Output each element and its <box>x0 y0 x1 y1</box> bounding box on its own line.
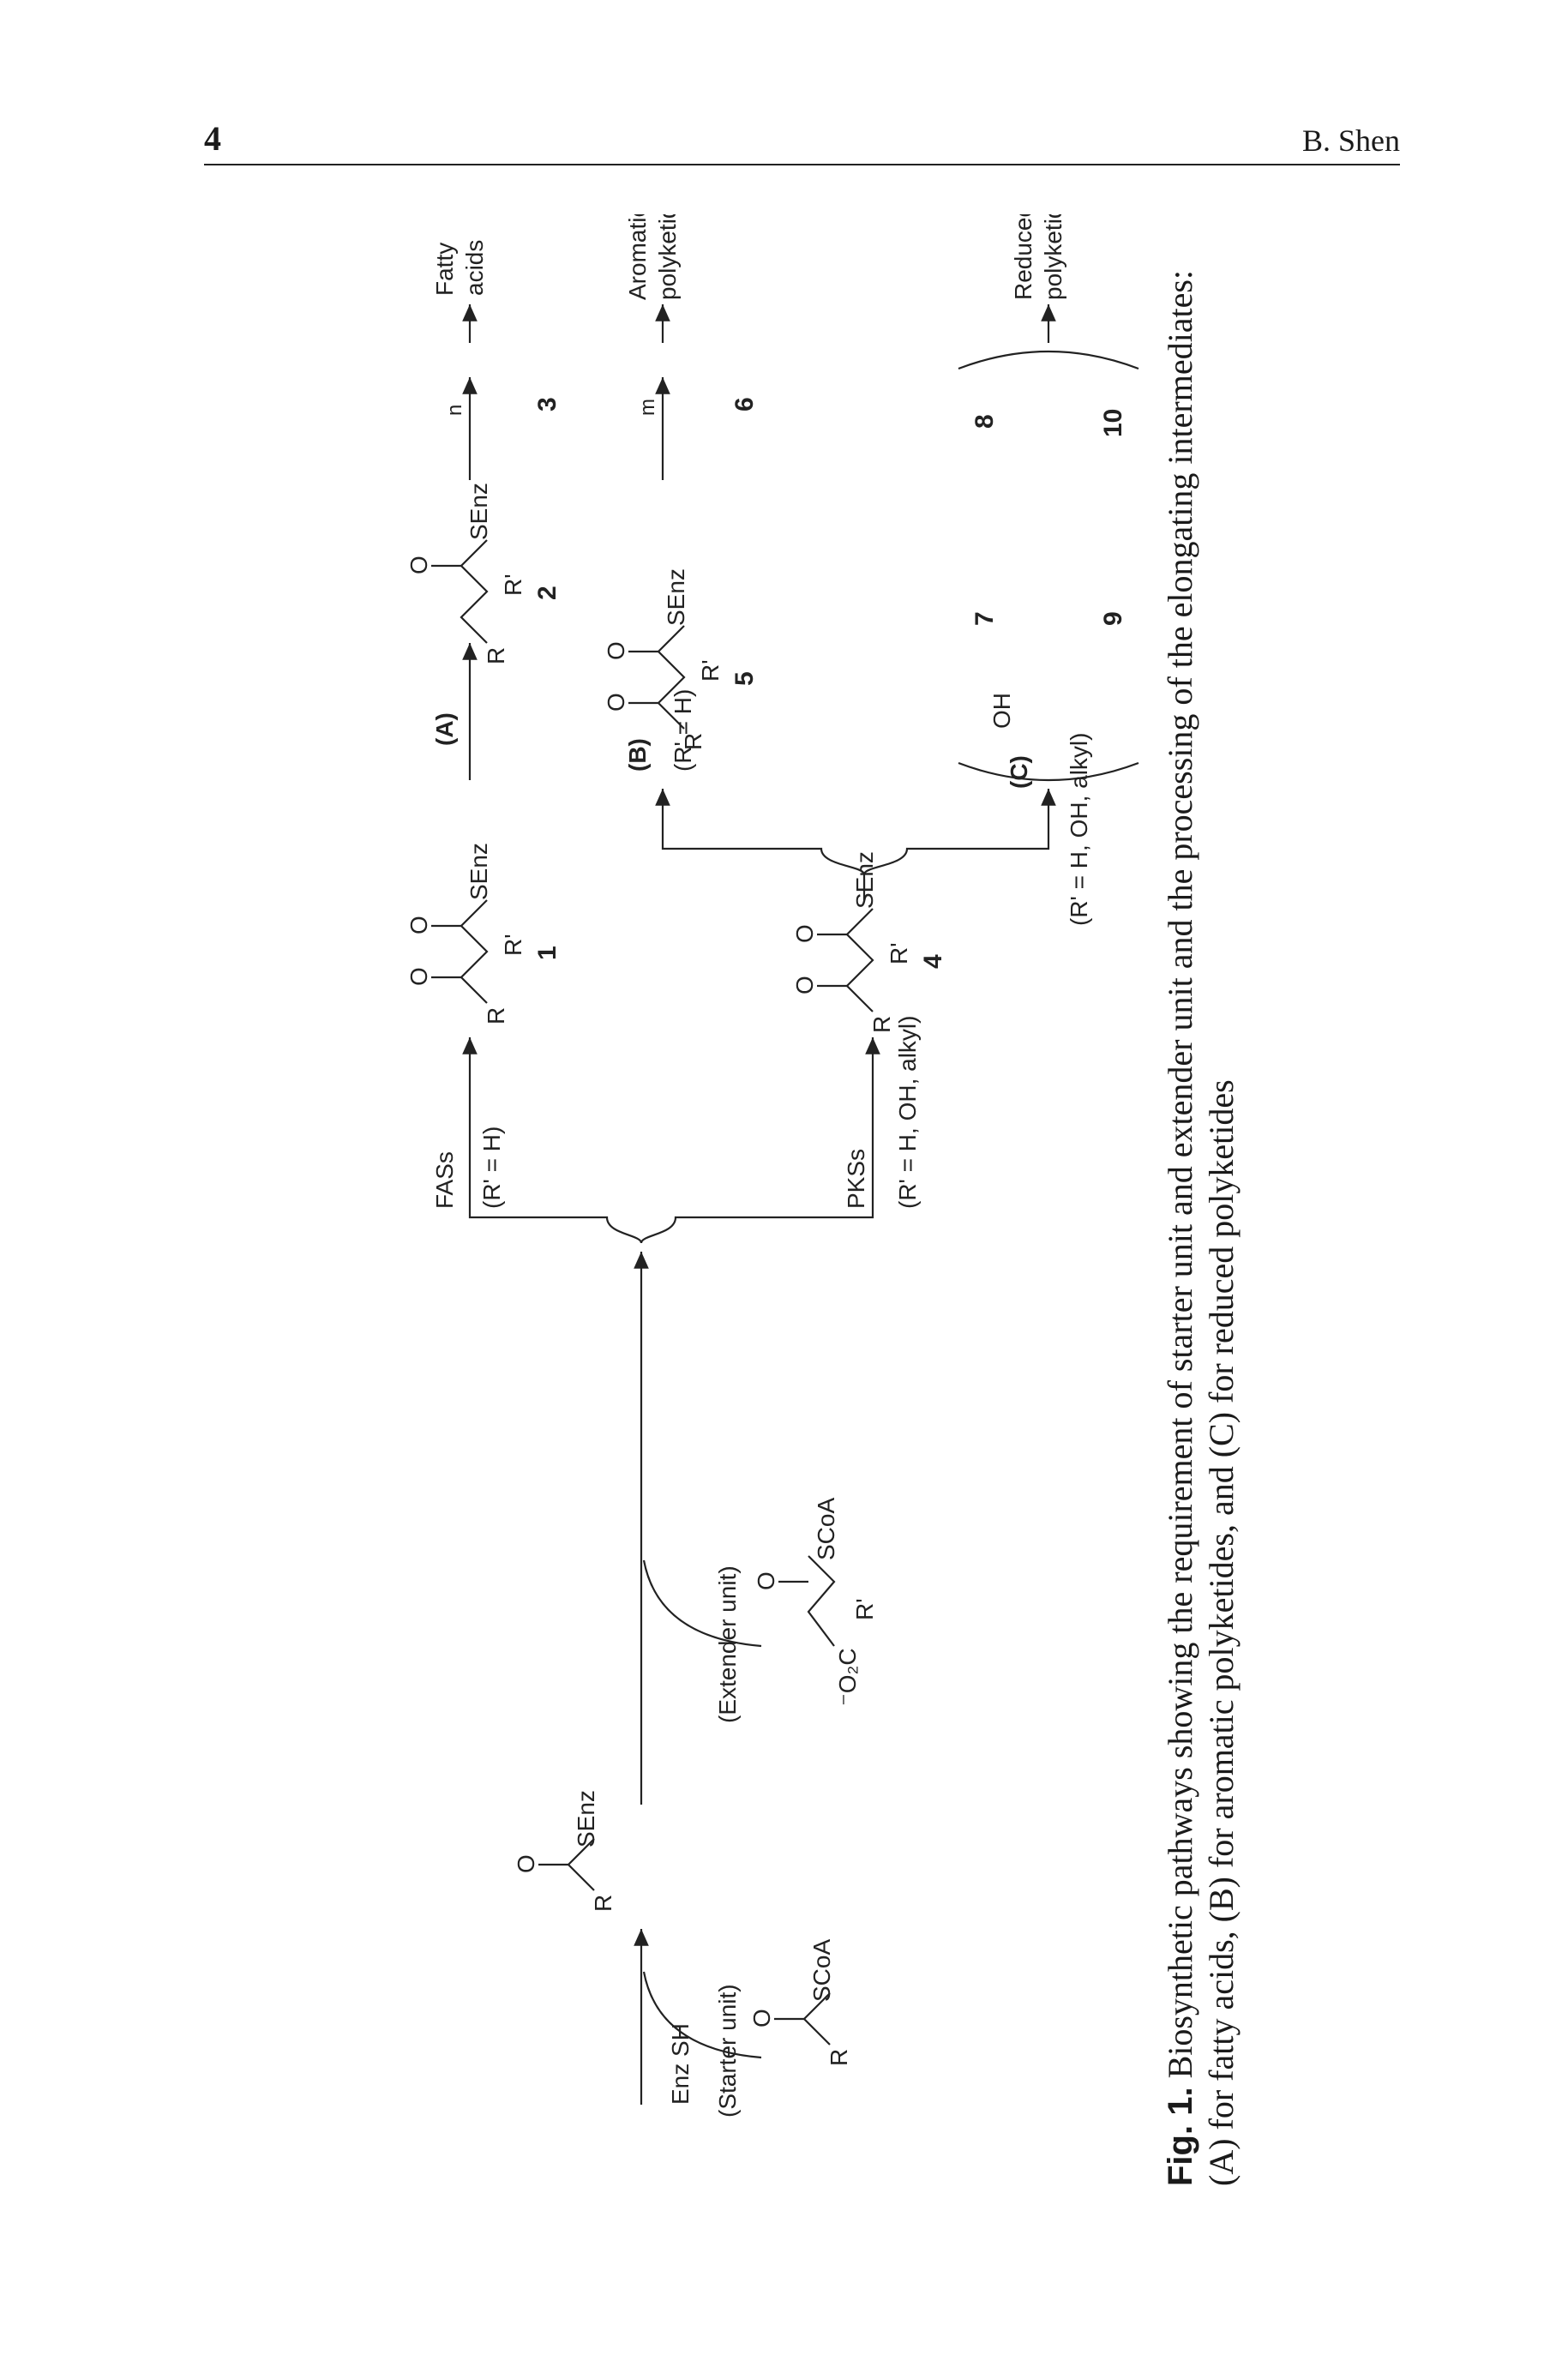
path-c-arrow <box>862 789 1056 875</box>
c4-senz-label: SEnz <box>851 851 878 909</box>
c4-rprime-label: R' <box>886 942 912 964</box>
running-header: 4 B. Shen <box>204 116 1400 165</box>
reduced-polyketides-line1: Reduced <box>1010 214 1036 300</box>
acyl-senz-label: SEnz <box>573 1790 599 1847</box>
bracket-left <box>958 761 1139 782</box>
aromatic-polyketides-line1: Aromatic <box>624 214 651 300</box>
c5-o2-label: O <box>603 641 629 660</box>
path-c-label: (C) <box>1006 755 1032 789</box>
starter-r-label: R <box>826 2049 852 2066</box>
acyl-r-label: R <box>590 1895 616 1912</box>
c1-o2-label: O <box>406 916 432 934</box>
c1-o1-label: O <box>406 967 432 986</box>
path-b-label: (B) <box>624 738 651 772</box>
c2-r-label: R <box>483 647 509 664</box>
bracket-right <box>958 350 1139 370</box>
figure-1: Enz SH (Starter unit) (Extender unit) FA… <box>204 214 1400 2186</box>
extender-rprime-label: R' <box>851 1598 878 1620</box>
c5-senz-label: SEnz <box>663 568 689 626</box>
fass-branch-arrow <box>462 1037 643 1244</box>
fass-condition: (R' = H) <box>478 1126 505 1209</box>
c5-o1-label: O <box>603 693 629 712</box>
pkss-condition: (R' = H, OH, alkyl) <box>894 1016 921 1209</box>
path-b-condition: (R' = H) <box>670 689 696 772</box>
c2-senz-label: SEnz <box>466 483 492 540</box>
c1-rprime-label: R' <box>500 934 526 956</box>
figure-caption: Fig. 1. Biosynthetic pathways showing th… <box>1160 249 1242 2186</box>
aromatic-polyketides-line2: polyketides <box>654 214 681 300</box>
fass-label: FASs <box>431 1151 458 1209</box>
starter-o-label: O <box>748 2009 775 2028</box>
fatty-acids-line1: Fatty <box>431 243 458 296</box>
c5-rprime-label: R' <box>697 659 724 682</box>
compound-10: 10 <box>1099 409 1127 437</box>
compound-7: 7 <box>970 611 999 626</box>
c1-r-label: R <box>483 1007 509 1024</box>
c3-sub-n: n <box>443 405 466 416</box>
compound-2: 2 <box>533 586 562 600</box>
starter-curve-arrow <box>642 1971 762 2059</box>
figure-caption-text: Biosynthetic pathways showing the requir… <box>1161 269 1241 2186</box>
path-b-arrow <box>655 789 866 900</box>
rotated-figure-content: Enz SH (Starter unit) (Extender unit) FA… <box>204 214 1400 2186</box>
fatty-acids-line2: acids <box>461 240 488 296</box>
extender-curve-arrow <box>642 1559 762 1648</box>
page-number: 4 <box>204 119 221 158</box>
compound-3: 3 <box>533 397 562 412</box>
c6-sub-m: m <box>636 399 659 416</box>
c4-r-label: R <box>868 1016 895 1033</box>
starter-unit-label: (Starter unit) <box>714 1984 741 2118</box>
c4-o1-label: O <box>791 976 818 994</box>
c9-oh-label: OH <box>988 693 1015 729</box>
c2-o-label: O <box>406 556 432 574</box>
extender-o-label: O <box>753 1571 779 1590</box>
enz-sh-label: Enz SH <box>667 2023 694 2105</box>
c5-r-label: R <box>680 733 706 750</box>
compound-8: 8 <box>970 414 999 429</box>
c1-senz-label: SEnz <box>466 843 492 900</box>
starter-scoa-label: SCoA <box>808 1939 835 2002</box>
running-author: B. Shen <box>1301 123 1400 158</box>
compound-1: 1 <box>533 946 562 960</box>
reduced-polyketides-line2: polyketides <box>1040 214 1066 300</box>
extender-o2c-label: ⁻O₂C <box>834 1648 861 1706</box>
acyl-o-label: O <box>513 1854 539 1873</box>
compound-5: 5 <box>730 671 759 686</box>
compound-4: 4 <box>919 954 947 969</box>
pkss-label: PKSs <box>843 1149 869 1209</box>
compound-6: 6 <box>730 397 759 412</box>
extender-unit-label: (Extender unit) <box>714 1565 741 1723</box>
path-c-condition: (R' = H, OH, alkyl) <box>1066 733 1092 926</box>
c4-o2-label: O <box>791 924 818 943</box>
compound-9: 9 <box>1099 611 1127 626</box>
path-a-label: (A) <box>431 712 458 746</box>
c2-rprime-label: R' <box>500 574 526 596</box>
pkss-branch-arrow <box>640 1037 880 1244</box>
figure-label: Fig. 1. <box>1162 2087 1199 2186</box>
extender-scoa-label: SCoA <box>813 1498 839 1560</box>
biosynthetic-pathway-scheme: Enz SH (Starter unit) (Extender unit) FA… <box>406 214 1139 2118</box>
